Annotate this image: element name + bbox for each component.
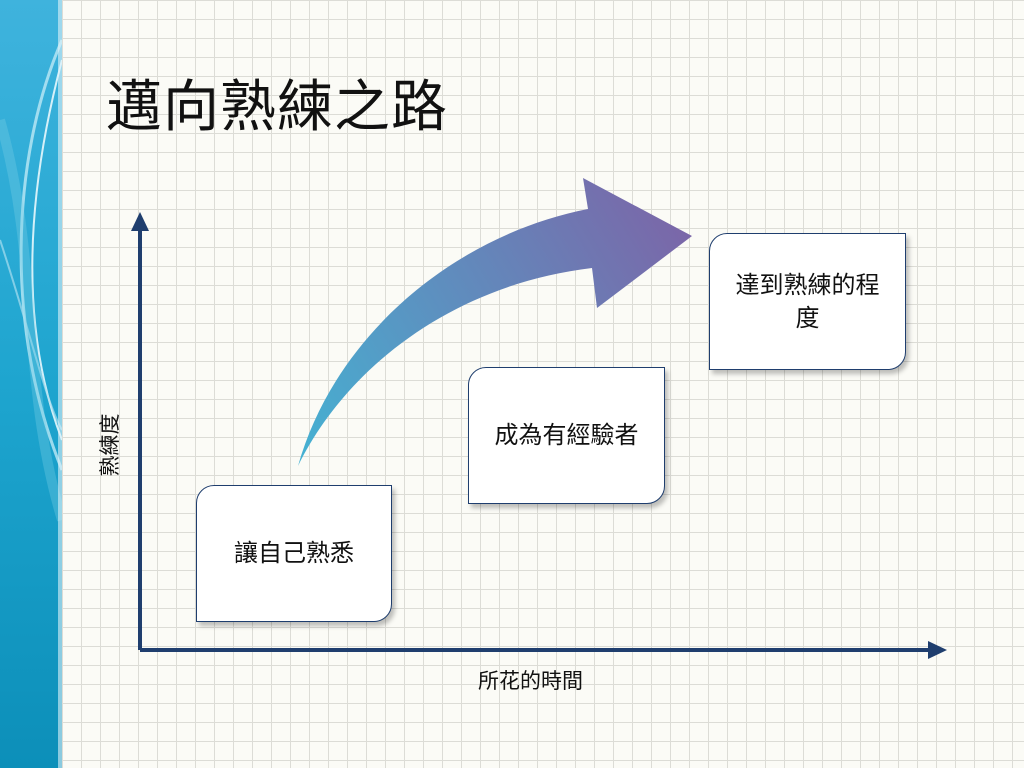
- progress-curved-arrow: [298, 178, 692, 466]
- sidebar-decoration: [0, 0, 62, 768]
- y-axis: [131, 212, 149, 650]
- slide-title: 邁向熟練之路: [106, 75, 448, 140]
- stage-box-experienced: 成為有經驗者: [468, 367, 665, 504]
- stage-box-familiarize: 讓自己熟悉: [196, 485, 392, 622]
- x-axis-label: 所花的時間: [478, 669, 583, 693]
- stage-box-proficient: 達到熟練的程度: [709, 233, 906, 370]
- y-axis-label: 熟練度: [98, 413, 122, 477]
- x-axis: [140, 641, 947, 659]
